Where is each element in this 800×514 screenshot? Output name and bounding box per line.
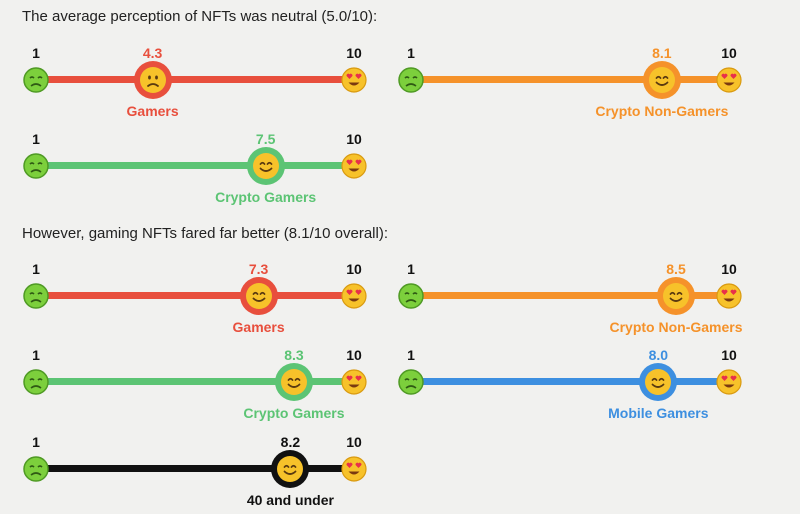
scale-group-label: Gamers — [232, 319, 285, 335]
gaming-heading: However, gaming NFTs fared far better (8… — [22, 225, 388, 242]
scale-value-label: 8.1 — [652, 45, 672, 61]
scale-group-label: Crypto Gamers — [215, 189, 317, 205]
scale-max-label: 10 — [346, 434, 362, 450]
scale-track — [411, 76, 729, 83]
sick-face-icon — [398, 67, 424, 93]
scale-value-label: 8.3 — [284, 347, 304, 363]
scale-group-label: Crypto Non-Gamers — [609, 319, 743, 335]
frowning-face-icon — [133, 61, 172, 99]
smiling-face-icon — [639, 363, 678, 401]
scale-max-label: 10 — [721, 45, 737, 61]
scale-min-label: 1 — [32, 45, 40, 61]
scale-min-label: 1 — [407, 261, 415, 277]
scale-min-label: 1 — [407, 45, 415, 61]
scale-min-label: 1 — [32, 347, 40, 363]
scale-group-label: Crypto Gamers — [243, 405, 345, 421]
heart-eyes-face-icon — [341, 456, 367, 482]
scale-max-label: 10 — [346, 131, 362, 147]
scale-max-label: 10 — [346, 261, 362, 277]
scale-track — [411, 292, 729, 299]
scale-track — [36, 162, 354, 169]
scale-track — [36, 292, 354, 299]
heart-eyes-face-icon — [716, 369, 742, 395]
scale-group-label: 40 and under — [246, 492, 334, 508]
smiling-face-icon — [239, 277, 278, 315]
scale-value-label: 4.3 — [142, 45, 163, 61]
scale-track — [411, 378, 729, 385]
smiling-face-icon — [246, 147, 285, 185]
scale-value-label: 8.5 — [666, 261, 686, 277]
scale-value-label: 7.5 — [255, 131, 276, 147]
scale-track — [36, 76, 354, 83]
scale-group-label: Mobile Gamers — [608, 405, 709, 421]
heart-eyes-face-icon — [341, 283, 367, 309]
scale-min-label: 1 — [32, 434, 40, 450]
smiling-face-icon — [271, 450, 310, 488]
sick-face-icon — [398, 283, 424, 309]
scale-value-label: 8.2 — [280, 434, 301, 450]
sick-face-icon — [23, 369, 49, 395]
sick-face-icon — [398, 369, 424, 395]
scale-group-label: Crypto Non-Gamers — [595, 103, 729, 119]
sick-face-icon — [23, 67, 49, 93]
sick-face-icon — [23, 153, 49, 179]
sick-face-icon — [23, 283, 49, 309]
heart-eyes-face-icon — [716, 283, 742, 309]
rating-scale-40-and-under: 1 10 8.2 40 and under — [22, 434, 372, 514]
scale-track — [36, 465, 354, 472]
sick-face-icon — [23, 456, 49, 482]
smiling-face-icon — [642, 61, 681, 99]
heart-eyes-face-icon — [341, 67, 367, 93]
scale-min-label: 1 — [407, 347, 415, 363]
scale-max-label: 10 — [346, 347, 362, 363]
smiling-face-icon — [274, 363, 313, 401]
scale-group-label: Gamers — [126, 103, 179, 119]
scale-max-label: 10 — [346, 45, 362, 61]
scale-value-label: 7.3 — [248, 261, 269, 277]
scale-value-label: 8.0 — [648, 347, 669, 363]
heart-eyes-face-icon — [341, 153, 367, 179]
smiling-face-icon — [657, 277, 695, 315]
scale-max-label: 10 — [721, 261, 737, 277]
heart-eyes-face-icon — [341, 369, 367, 395]
neutral-heading: The average perception of NFTs was neutr… — [22, 8, 378, 25]
scale-max-label: 10 — [721, 347, 737, 363]
scale-track — [36, 378, 354, 385]
heart-eyes-face-icon — [716, 67, 742, 93]
scale-min-label: 1 — [32, 261, 40, 277]
scale-min-label: 1 — [32, 131, 40, 147]
